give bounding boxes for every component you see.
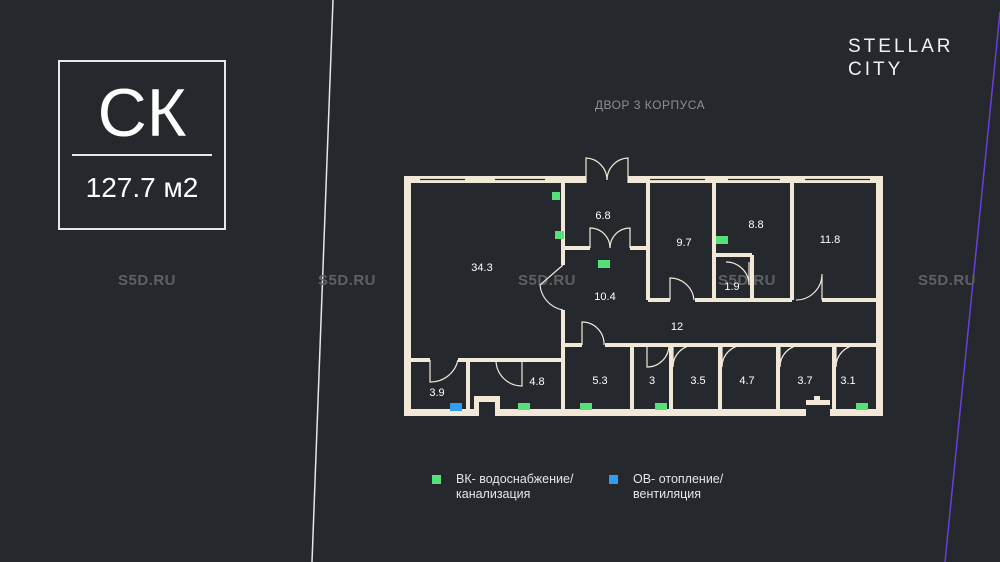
ov-legend-swatch (609, 475, 618, 484)
room-label: 4.7 (739, 375, 754, 387)
interior-walls (411, 183, 876, 409)
room-label: 3.5 (690, 375, 705, 387)
vk-legend-line-2: канализация (456, 487, 531, 501)
total-area: 127.7 м2 (85, 172, 199, 203)
room-label: 3.9 (429, 387, 444, 399)
watermark: S5D.RU (918, 272, 977, 289)
logo-line-2: CITY (848, 59, 904, 80)
ov-legend-label: ОВ- отопление/ вентиляция (633, 472, 723, 502)
room-label: 9.7 (676, 237, 691, 249)
room-label: 34.3 (471, 262, 492, 274)
room-label: 6.8 (595, 210, 610, 222)
door-swings (429, 157, 859, 387)
vk-legend-swatch (432, 475, 441, 484)
watermark: S5D.RU (118, 272, 177, 289)
vk-markers (518, 192, 868, 410)
yard-label: ДВОР 3 КОРПУСА (594, 98, 706, 112)
room-label: 5.3 (592, 375, 607, 387)
ov-markers (450, 403, 462, 411)
brand-logo: STELLAR CITY (848, 36, 953, 82)
divider-line (311, 0, 334, 562)
room-label: 3 (649, 375, 655, 387)
room-labels: 34.3 6.8 9.7 8.8 11.8 10.4 1.9 12 3.9 4.… (429, 210, 855, 399)
room-label: 3.1 (840, 375, 855, 387)
premise-code: СК (97, 75, 187, 151)
watermark: S5D.RU (518, 272, 577, 289)
vk-legend-label: ВК- водоснабжение/ канализация (456, 472, 573, 502)
room-label: 3.7 (797, 375, 812, 387)
ov-legend-line-2: вентиляция (633, 487, 702, 501)
accent-line (944, 11, 1000, 562)
watermark: S5D.RU (318, 272, 377, 289)
logo-line-1: STELLAR (848, 36, 954, 57)
title-frame (58, 60, 226, 230)
room-label: 10.4 (594, 291, 615, 303)
room-label: 8.8 (748, 219, 763, 231)
watermark: S5D.RU (718, 272, 777, 289)
room-label: 1.9 (724, 281, 739, 293)
ov-legend-line-1: ОВ- отопление/ (633, 472, 724, 486)
vk-legend-line-1: ВК- водоснабжение/ (456, 472, 574, 486)
title-divider (72, 154, 212, 156)
room-label: 4.8 (529, 376, 544, 388)
room-label: 12 (671, 321, 683, 333)
room-label: 11.8 (820, 234, 841, 246)
